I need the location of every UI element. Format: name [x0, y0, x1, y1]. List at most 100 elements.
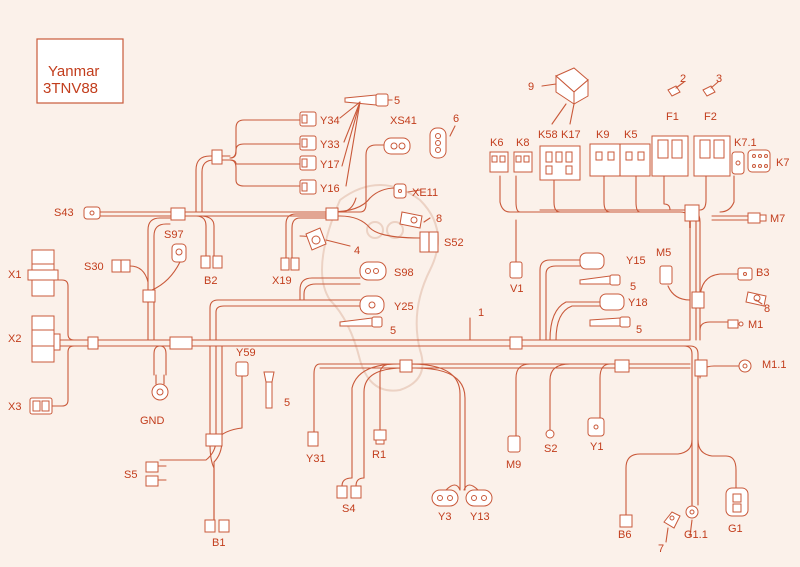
- label-y34: Y34: [320, 115, 340, 127]
- connector-y1: [587, 417, 605, 437]
- label-r1: R1: [372, 449, 386, 461]
- label-y25: Y25: [394, 301, 414, 313]
- connector-y31: [307, 431, 319, 447]
- label-k8: K8: [516, 137, 529, 149]
- label-m7: M7: [770, 213, 785, 225]
- label-m1: M1: [748, 319, 763, 331]
- relay-base-k9-k5: [589, 143, 651, 177]
- connector-x19: [280, 257, 300, 271]
- title-brand: Yanmar: [48, 63, 99, 80]
- connector-s52: [419, 231, 439, 253]
- label-y13: Y13: [470, 511, 490, 523]
- connector-y18: [599, 293, 625, 311]
- connector-k7-1: [731, 151, 745, 175]
- title-model: 3TNV88: [43, 80, 98, 97]
- connector-b2: [200, 255, 223, 269]
- connector-m1: [727, 319, 744, 329]
- label-b1: B1: [212, 537, 225, 549]
- label-s30: S30: [84, 261, 104, 273]
- connector-b1: [204, 519, 230, 533]
- ground-ring: [151, 374, 169, 401]
- sensor-s97: [171, 243, 187, 263]
- label-m5: M5: [656, 247, 671, 259]
- label-x2: X2: [8, 333, 21, 345]
- label-3: 3: [716, 73, 722, 85]
- label-9: 9: [528, 81, 534, 93]
- label-8-b: 8: [764, 303, 770, 315]
- fuse-3: [702, 81, 719, 97]
- connector-k7: [747, 149, 771, 173]
- plug-5-y59: [263, 371, 275, 409]
- fuse-holder-f2: [693, 135, 731, 177]
- junction-sleeves: [87, 149, 708, 447]
- label-y33: Y33: [320, 139, 340, 151]
- label-y17: Y17: [320, 159, 340, 171]
- label-1: 1: [478, 307, 484, 319]
- label-b6: B6: [618, 529, 631, 541]
- labels: Y34 Y33 Y17 Y16 5 XS41 6 9 2 3 K58 K17 K…: [8, 73, 789, 555]
- connector-x1: [27, 249, 59, 297]
- plug-5-y18: [589, 316, 631, 328]
- label-y1: Y1: [590, 441, 603, 453]
- connector-y33: [299, 135, 317, 151]
- label-k9: K9: [596, 129, 609, 141]
- sensor-s2: [545, 429, 555, 439]
- label-k5: K5: [624, 129, 637, 141]
- ring-m1-1: [738, 359, 752, 373]
- connector-y25: [359, 295, 385, 315]
- label-5-y15: 5: [630, 281, 636, 293]
- label-6: 6: [453, 113, 459, 125]
- label-b2: B2: [204, 275, 217, 287]
- label-s98: S98: [394, 267, 414, 279]
- label-g1-1: G1.1: [684, 529, 708, 541]
- connector-k8: [513, 151, 533, 173]
- label-5-y59: 5: [284, 397, 290, 409]
- label-s5: S5: [124, 469, 137, 481]
- label-y15: Y15: [626, 255, 646, 267]
- label-2: 2: [680, 73, 686, 85]
- label-f2: F2: [704, 111, 717, 123]
- connector-b6: [619, 514, 633, 528]
- connector-y17: [299, 155, 317, 171]
- label-s4: S4: [342, 503, 355, 515]
- connector-x2: [31, 315, 61, 363]
- connector-6: [429, 127, 447, 159]
- connector-s43: [83, 206, 101, 220]
- connector-y3: [431, 489, 459, 507]
- connector-v1: [509, 261, 523, 279]
- label-x19: X19: [272, 275, 292, 287]
- connector-xs41: [383, 137, 411, 155]
- harness-wires: [51, 119, 751, 521]
- leader-lines: [325, 83, 763, 543]
- label-xs41: XS41: [390, 115, 417, 127]
- label-s2: S2: [544, 443, 557, 455]
- label-x1: X1: [8, 269, 21, 281]
- connector-m9: [507, 435, 521, 453]
- connector-g1: [725, 487, 749, 517]
- label-f1: F1: [666, 111, 679, 123]
- label-5-y25: 5: [390, 325, 396, 337]
- label-xe11: XE11: [412, 187, 438, 199]
- label-m9: M9: [506, 459, 521, 471]
- label-k6: K6: [490, 137, 503, 149]
- label-k58: K58: [538, 129, 558, 141]
- label-k7-1: K7.1: [734, 137, 757, 149]
- title-box: [36, 38, 124, 104]
- sensor-8-b: [745, 291, 767, 307]
- label-b3: B3: [756, 267, 769, 279]
- connector-r1: [373, 429, 387, 445]
- connector-s30: [111, 259, 131, 273]
- plug-5-y25: [339, 316, 383, 328]
- connector-y59: [235, 361, 249, 377]
- label-g1: G1: [728, 523, 743, 535]
- fuse-2: [667, 81, 685, 97]
- connector-k6: [489, 151, 509, 173]
- sensor-8-a: [399, 211, 423, 229]
- ring-g1-1: [685, 505, 699, 519]
- label-s52: S52: [444, 237, 464, 249]
- connector-y34: [299, 111, 317, 127]
- connector-m7: [747, 212, 767, 224]
- label-5-top: 5: [394, 95, 400, 107]
- connector-y15: [579, 252, 605, 270]
- label-4: 4: [354, 245, 360, 257]
